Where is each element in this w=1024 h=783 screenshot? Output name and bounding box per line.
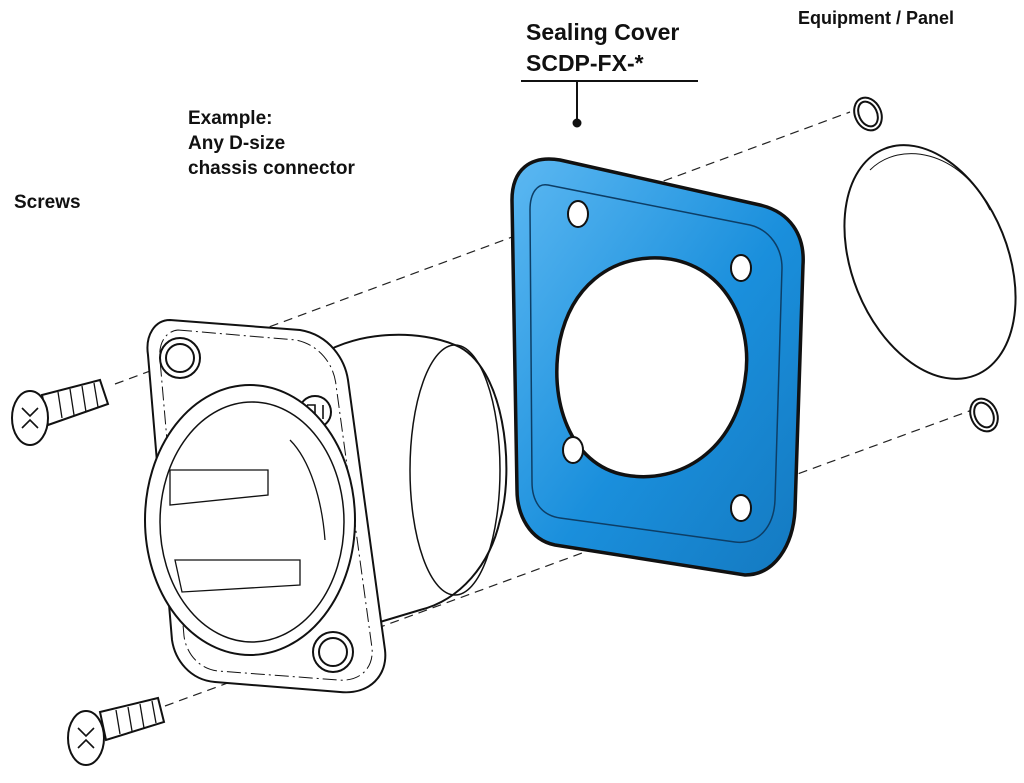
panel-disc <box>843 144 1017 380</box>
chassis-connector <box>144 318 508 694</box>
sealing-cover-title: Sealing Cover <box>526 19 680 45</box>
example-label-line3: chassis connector <box>188 158 355 179</box>
cover-body <box>510 157 805 577</box>
screws-label: Screws <box>14 192 81 213</box>
panel-washer-bottom <box>969 397 999 433</box>
cover-hole-bottom-left <box>562 436 584 464</box>
alignment-line-top <box>114 111 851 385</box>
cover-hole-bottom-right <box>730 494 752 522</box>
equipment-panel-label: Equipment / Panel <box>798 8 955 28</box>
example-connector-label: Example: Any D-size chassis connector <box>188 106 355 181</box>
screw-bottom <box>67 696 166 766</box>
cover-label-leader <box>521 80 698 128</box>
sealing-cover <box>510 157 805 577</box>
flange-hole-bottom-right <box>312 631 354 673</box>
torx-screw-icon <box>11 378 166 766</box>
cover-hole-top-left <box>567 200 589 228</box>
panel-washer-top <box>853 96 883 132</box>
sealing-cover-code: SCDP-FX-* <box>526 50 644 76</box>
cover-hole-top-right <box>730 254 752 282</box>
equipment-panel <box>843 96 1017 433</box>
example-label-line2: Any D-size <box>188 133 286 154</box>
screw-top <box>11 378 110 446</box>
connector-cylinder-end <box>409 344 501 596</box>
flange-hole-top-left <box>159 337 201 379</box>
connector-opening <box>144 384 356 656</box>
example-label-line1: Example: <box>188 108 273 129</box>
